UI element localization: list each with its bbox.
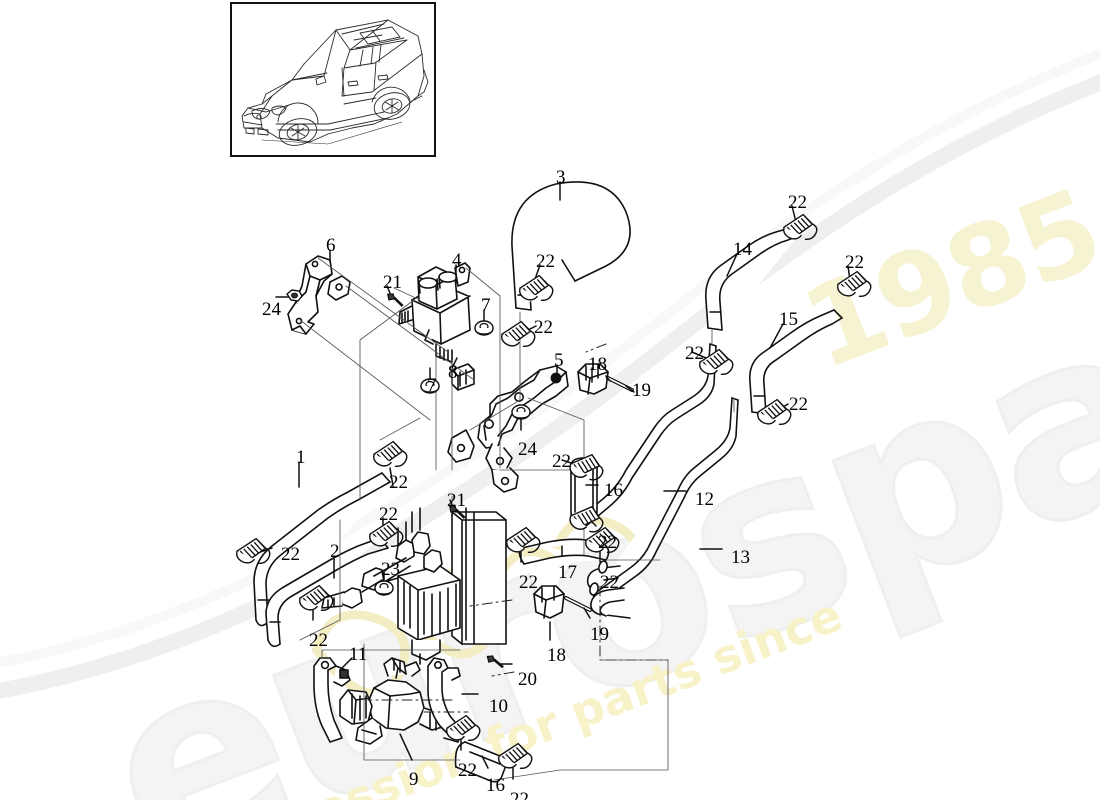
part-14-hose bbox=[704, 227, 799, 331]
callout-water-hose-14-14[interactable]: 14 bbox=[733, 239, 752, 260]
part-18-holder-upper bbox=[577, 363, 609, 395]
callout-hose-clamp-22[interactable]: 22 bbox=[389, 472, 408, 493]
callout-grommet-7[interactable]: 7 bbox=[427, 375, 437, 396]
callout-hose-clamp-22[interactable]: 22 bbox=[379, 504, 398, 525]
heater-box-assembly bbox=[321, 507, 507, 665]
callout-hose-clamp-22[interactable]: 22 bbox=[519, 572, 538, 593]
callout-hose-clamp-22[interactable]: 22 bbox=[685, 343, 704, 364]
callout-hose-clamp-22[interactable]: 22 bbox=[281, 544, 300, 565]
callout-hose-clamp-22[interactable]: 22 bbox=[600, 572, 619, 593]
part-15-hose bbox=[748, 309, 843, 415]
callout-water-hose-3-3[interactable]: 3 bbox=[556, 167, 566, 188]
callout-hose-clamp-22[interactable]: 22 bbox=[845, 252, 864, 273]
callout-hose-clamp-22[interactable]: 22 bbox=[510, 789, 529, 800]
part-10-strap bbox=[427, 657, 461, 737]
callout-nut-24[interactable]: 24 bbox=[262, 299, 281, 320]
callout-hose-clamp-22[interactable]: 22 bbox=[598, 532, 617, 553]
callout-water-hose-2-2[interactable]: 2 bbox=[330, 541, 340, 562]
callout-o-ring-23[interactable]: 23 bbox=[381, 559, 400, 580]
callout-hose-clamp-22[interactable]: 22 bbox=[534, 317, 553, 338]
vehicle-thumbnail bbox=[230, 2, 436, 157]
callout-hose-holder-18[interactable]: 18 bbox=[547, 645, 566, 666]
part-6-bracket bbox=[287, 255, 351, 335]
callout-hose-clamp-22[interactable]: 22 bbox=[789, 394, 808, 415]
callout-auxiliary-water-pump-9[interactable]: 9 bbox=[409, 769, 419, 790]
hose-stubs-bottom bbox=[586, 560, 631, 619]
callout-hose-clamp-22[interactable]: 22 bbox=[552, 451, 571, 472]
callout-water-valve-unit-4[interactable]: 4 bbox=[452, 250, 462, 271]
callout-pin-19[interactable]: 19 bbox=[590, 624, 609, 645]
callout-fastening-screw-20[interactable]: 20 bbox=[518, 669, 537, 690]
callout-retaining-bracket-5[interactable]: 5 bbox=[554, 350, 564, 371]
part-11-bracket bbox=[313, 657, 351, 743]
callout-hose-clamp-22[interactable]: 22 bbox=[788, 192, 807, 213]
part-19-pin-lower bbox=[564, 596, 592, 612]
callout-pump-bracket-11[interactable]: 11 bbox=[349, 644, 368, 665]
callout-pump-retaining-strap-10[interactable]: 10 bbox=[489, 696, 508, 717]
callout-water-hose-13-13[interactable]: 13 bbox=[731, 547, 750, 568]
part-18-holder-lower bbox=[533, 585, 565, 619]
callout-pin-19[interactable]: 19 bbox=[632, 380, 651, 401]
callout-water-hose-1-1[interactable]: 1 bbox=[296, 447, 306, 468]
callout-water-hose-15-15[interactable]: 15 bbox=[779, 309, 798, 330]
part-3-hose bbox=[511, 181, 631, 311]
part-8-clip bbox=[451, 363, 475, 391]
callout-grommet-7[interactable]: 7 bbox=[481, 295, 491, 316]
callout-clip-8[interactable]: 8 bbox=[448, 362, 458, 383]
part-13-pipe bbox=[592, 397, 739, 604]
callout-hose-clamp-22[interactable]: 22 bbox=[309, 630, 328, 651]
cayenne-line-drawing bbox=[241, 19, 429, 146]
callout-hexagon-head-bolt-21[interactable]: 21 bbox=[447, 490, 466, 511]
callout-water-hose-17-17[interactable]: 17 bbox=[558, 562, 577, 583]
callout-hose-holder-18[interactable]: 18 bbox=[588, 354, 607, 375]
callout-support-bracket-6[interactable]: 6 bbox=[326, 235, 336, 256]
callout-hose-clamp-22[interactable]: 22 bbox=[536, 251, 555, 272]
callout-hose-clamp-22[interactable]: 22 bbox=[458, 760, 477, 781]
callout-water-hose-12-12[interactable]: 12 bbox=[695, 489, 714, 510]
part-4-valve-unit bbox=[398, 262, 471, 363]
callout-hexagon-head-bolt-21[interactable]: 21 bbox=[383, 272, 402, 293]
callout-nut-24[interactable]: 24 bbox=[518, 439, 537, 460]
clamp-group bbox=[233, 211, 874, 776]
part-12-pipe bbox=[578, 343, 717, 528]
callout-connecting-pipe-16[interactable]: 16 bbox=[604, 480, 623, 501]
callout-connecting-pipe-16[interactable]: 16 bbox=[486, 775, 505, 796]
